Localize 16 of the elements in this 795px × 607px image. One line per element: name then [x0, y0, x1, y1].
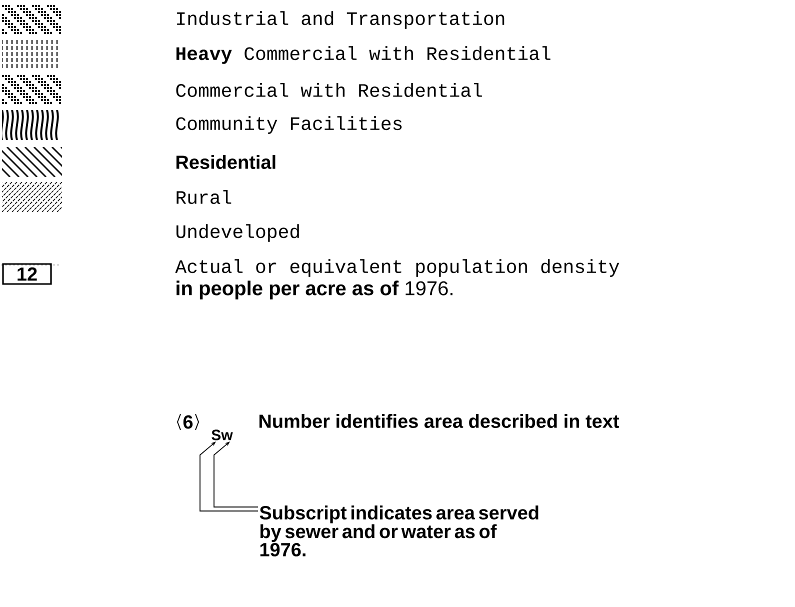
leader-arrow [200, 442, 258, 512]
legend-label: Rural [176, 190, 232, 204]
note-text: Actual or equivalent population density [175, 259, 620, 277]
legend-label: Heavy Commercial with Residential [176, 46, 550, 64]
note-text: in people per acre as of 1976. [176, 280, 452, 300]
subscript-note: Subscript indicates area served by sewer and or water as of 1976. [260, 506, 538, 556]
subscript-text: Sw [212, 430, 233, 440]
density-box: 12 [2, 263, 52, 285]
area-number: 6 [177, 414, 200, 430]
leader-arrow [214, 442, 258, 508]
legend-label: Commercial with Residential [176, 83, 482, 97]
legend-label: Industrial and Transportation [177, 11, 504, 29]
legend-label: Undeveloped [176, 224, 299, 242]
note-text: Number identifies area described in text [259, 414, 620, 428]
legend-label: Residential [176, 155, 276, 169]
legend-label: Community Facilities [176, 116, 402, 134]
